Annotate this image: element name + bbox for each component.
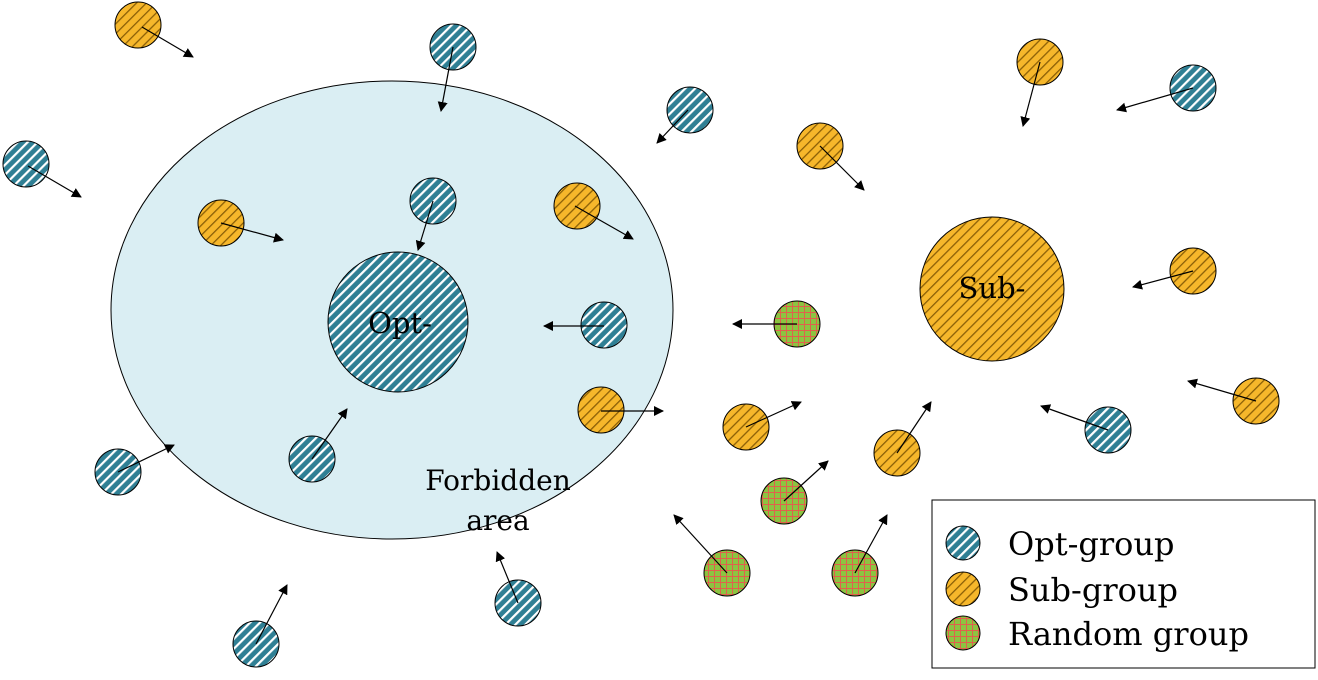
movement-arrows [27,26,1257,645]
forbidden-area-label-line2: area [466,504,529,537]
legend: Opt-group Sub-group Random group [931,499,1316,669]
sub-center-label: Sub- [959,271,1026,305]
arrow [1040,404,1109,431]
opt-particle [580,301,628,349]
arrow [1187,378,1257,402]
arrow [415,200,434,251]
legend-random-swatch [945,615,981,651]
opt-particle [666,86,714,134]
sub-particle [577,386,625,434]
forbidden-area-label-line1: Forbidden [425,464,570,497]
legend-sub-swatch [945,571,981,607]
arrow [819,145,865,191]
arrow [495,551,519,604]
arrow [1116,87,1194,113]
sub-center-group [919,216,1065,362]
legend-box [931,499,1316,669]
arrow [896,401,932,454]
arrow [311,408,348,460]
arrow [141,26,194,58]
legend-sub-label: Sub-group [1008,571,1178,609]
legend-opt-swatch [945,525,981,561]
arrow [1020,61,1041,127]
arrow [656,109,689,144]
arrow [117,444,175,473]
arrow [1132,270,1194,290]
arrow [673,514,728,574]
sub-particle [553,182,601,230]
arrow [574,205,634,240]
arrow [745,401,802,428]
opt-particle [232,620,280,668]
legend-random-label: Random group [1008,615,1249,653]
arrow [783,460,829,502]
arrow [854,514,888,574]
sub-particle [114,1,162,49]
random-particles [703,300,879,597]
arrow [27,165,82,198]
arrow [220,222,284,243]
opt-particle [2,140,50,188]
opt-center-label: Opt- [368,306,432,340]
arrow [255,584,288,645]
legend-opt-label: Opt-group [1008,525,1175,563]
opt-center-group [327,251,469,393]
arrow [437,46,454,112]
